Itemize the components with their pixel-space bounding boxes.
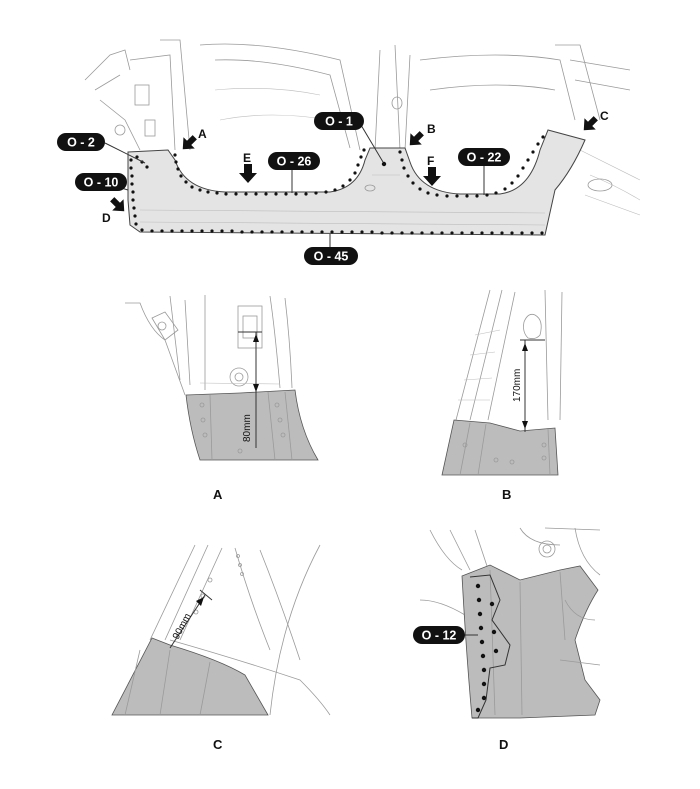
cut-region-d	[461, 564, 601, 719]
svg-text:O - 12: O - 12	[422, 629, 457, 643]
cut-region-c	[111, 637, 269, 716]
caption-c: C	[213, 737, 223, 752]
dimension-c: 90mm	[171, 612, 194, 642]
callout-o26: O - 26	[268, 152, 320, 170]
weld-dots-o22	[398, 135, 545, 198]
marker-b: B	[427, 122, 436, 136]
weld-dot-o1	[381, 161, 387, 167]
overview-view: O - 2 O - 10 O - 1 O - 26 O - 22 O - 45 …	[57, 39, 641, 265]
arrow-e-icon	[239, 164, 257, 183]
marker-c: C	[600, 109, 609, 123]
dimension-a: 80mm	[242, 414, 253, 442]
svg-text:O - 22: O - 22	[467, 151, 502, 165]
caption-a: A	[213, 487, 223, 502]
marker-e: E	[243, 151, 251, 165]
detail-view-c: 90mm C	[111, 544, 331, 752]
dimension-b: 170mm	[512, 369, 523, 402]
arrow-f-icon	[423, 167, 441, 186]
callout-o22: O - 22	[458, 148, 510, 166]
marker-d: D	[102, 211, 111, 225]
detail-view-b: 170mm B	[441, 289, 563, 502]
sill-panel	[127, 129, 586, 236]
marker-a: A	[198, 127, 207, 141]
cut-region-b	[441, 419, 559, 476]
detail-view-a: 80mm A	[125, 295, 319, 502]
cut-region-a	[185, 389, 319, 461]
weld-dots-o10	[129, 158, 138, 226]
callout-o2: O - 2	[57, 133, 105, 151]
marker-f: F	[427, 154, 434, 168]
callout-o45: O - 45	[304, 247, 358, 265]
svg-text:O - 45: O - 45	[314, 250, 349, 264]
svg-text:O - 26: O - 26	[277, 155, 312, 169]
weld-dots-o45	[140, 228, 544, 235]
weld-dots-o12	[475, 583, 499, 713]
svg-text:O - 10: O - 10	[84, 176, 119, 190]
callout-o12: O - 12	[413, 626, 465, 644]
svg-text:O - 2: O - 2	[67, 136, 95, 150]
weld-dots-o26	[173, 148, 366, 196]
callout-o10: O - 10	[75, 173, 127, 191]
caption-b: B	[502, 487, 511, 502]
callout-o1: O - 1	[314, 112, 364, 130]
caption-d: D	[499, 737, 508, 752]
arrow-b-icon	[404, 127, 428, 151]
svg-text:O - 1: O - 1	[325, 115, 353, 129]
detail-view-d: O - 12 D	[413, 527, 601, 752]
arrow-c-icon	[578, 112, 602, 136]
